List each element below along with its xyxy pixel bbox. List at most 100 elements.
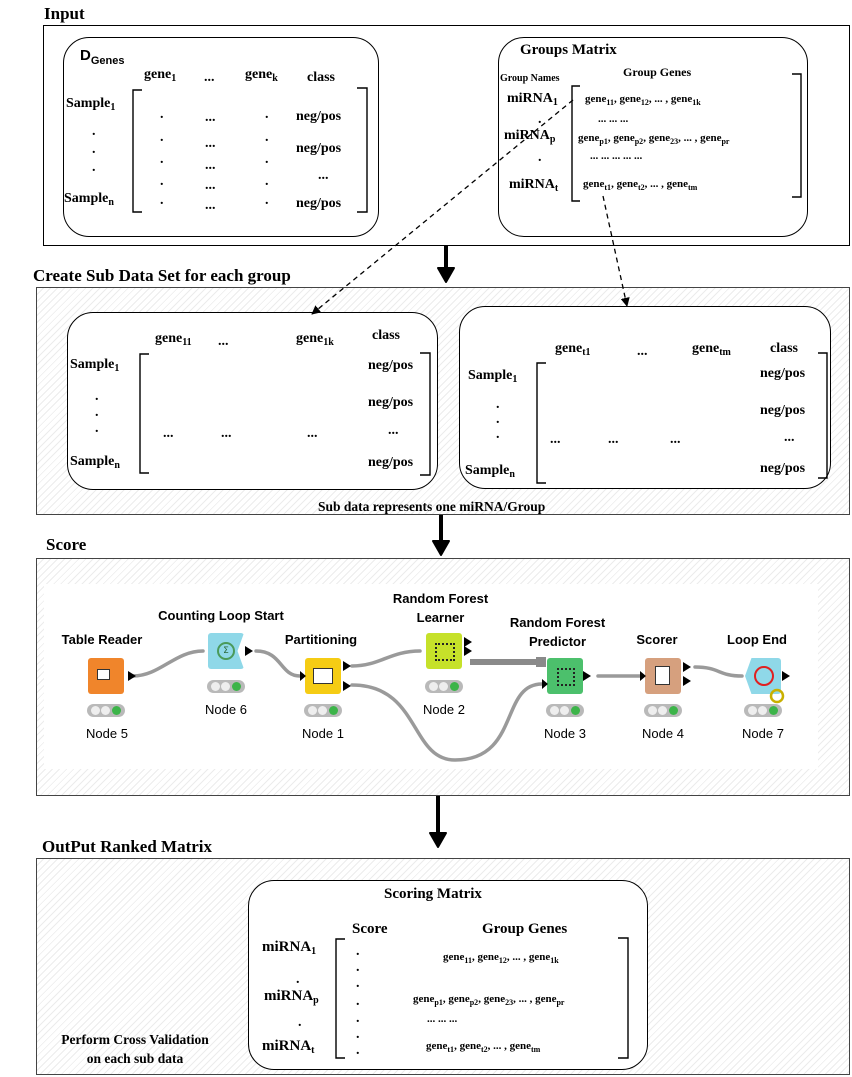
groups-row-mirnat: miRNAt bbox=[509, 177, 559, 194]
sub1-col-gene11: gene11 bbox=[155, 331, 192, 348]
scoring-col-score: Score bbox=[352, 921, 388, 937]
groups-genes-rowp: genep1, genep2, gene23, ... , genepr bbox=[578, 132, 730, 146]
scoring-score-dot: . bbox=[356, 1043, 360, 1058]
scorer-doc-icon bbox=[655, 666, 670, 685]
subdata-caption: Sub data represents one miRNA/Group bbox=[318, 499, 546, 514]
loop-recycle-icon bbox=[769, 688, 785, 704]
groups-title: Groups Matrix bbox=[520, 42, 617, 58]
bracket-dgenes-left bbox=[132, 89, 142, 213]
sub2-row-samplen: Samplen bbox=[465, 463, 515, 480]
node-title-scorer: Scorer bbox=[636, 632, 678, 647]
node-label-4: Node 4 bbox=[642, 726, 684, 741]
partitioning-node[interactable] bbox=[305, 658, 341, 694]
bracket-sub1-left bbox=[139, 353, 149, 474]
dgenes-cell: ... bbox=[205, 136, 216, 151]
scoring-matrix-box bbox=[248, 880, 648, 1070]
create-section-title: Create Sub Data Set for each group bbox=[33, 266, 291, 285]
node-title-loop-end: Loop End bbox=[727, 632, 787, 647]
bracket-scoring-left bbox=[335, 938, 345, 1059]
sub2-col-genetm: genetm bbox=[692, 341, 731, 358]
forest-icon bbox=[435, 643, 455, 661]
bracket-sub1-right bbox=[420, 352, 431, 476]
dgenes-cell: ... bbox=[205, 198, 216, 213]
score-section-title: Score bbox=[46, 535, 87, 554]
groups-row-mirnap: miRNAp bbox=[504, 128, 556, 145]
node-label-3: Node 3 bbox=[544, 726, 586, 741]
group-genes-header: Group Genes bbox=[623, 65, 692, 79]
dgenes-cell: . bbox=[265, 174, 269, 189]
dgenes-row-sample1: Sample1 bbox=[66, 96, 116, 113]
scoring-genes-rowt: genet1, genet2, ... , genetm bbox=[426, 1040, 541, 1054]
status-light-node5 bbox=[87, 704, 125, 717]
dgenes-cell: . bbox=[265, 193, 269, 208]
groups-row-dot: . bbox=[538, 112, 542, 127]
table-reader-node[interactable] bbox=[88, 658, 124, 694]
sigma-loop-icon: Σ bbox=[217, 642, 235, 660]
sub2-class-value: neg/pos bbox=[760, 403, 806, 418]
flow-arrow-1-head bbox=[437, 267, 455, 283]
groups-row-dot: . bbox=[538, 150, 542, 165]
dgenes-cell: . bbox=[265, 152, 269, 167]
dgenes-cell: ... bbox=[205, 178, 216, 193]
loop-end-node[interactable] bbox=[745, 658, 781, 694]
scoring-genes-rowp: genep1, genep2, gene23, ... , genepr bbox=[413, 993, 565, 1007]
subdata-box-1 bbox=[67, 312, 438, 490]
scoring-dots-row: ... ... ... bbox=[427, 1013, 458, 1025]
sub1-class-value: neg/pos bbox=[368, 358, 414, 373]
input-section-title: Input bbox=[44, 4, 85, 23]
bracket-groups-left bbox=[571, 85, 580, 202]
dgenes-col-gene1: gene1 bbox=[144, 67, 177, 84]
sub1-row-dot: . bbox=[95, 389, 99, 404]
sub2-col-genet1: genet1 bbox=[555, 341, 591, 358]
node-title-rf-predictor: Random Forest Predictor bbox=[509, 615, 606, 649]
node-title-counting-loop-start: Counting Loop Start bbox=[158, 608, 284, 623]
dgenes-class-value: ... bbox=[318, 168, 329, 183]
flow-arrow-3-head bbox=[429, 832, 447, 848]
node-label-2: Node 2 bbox=[423, 702, 465, 717]
sub1-row-dot: . bbox=[95, 421, 99, 436]
sub1-cell: ... bbox=[307, 426, 318, 441]
conn-5-6 bbox=[131, 649, 205, 678]
dgenes-cell: . bbox=[160, 130, 164, 145]
groups-dots-row: ... ... ... ... ... bbox=[590, 150, 643, 162]
dgenes-box bbox=[63, 37, 379, 237]
dgenes-class-value: neg/pos bbox=[296, 196, 342, 211]
dgenes-cell: . bbox=[265, 130, 269, 145]
loop-end-icon bbox=[754, 666, 774, 686]
sub2-class-value: neg/pos bbox=[760, 461, 806, 476]
rf-learner-node[interactable] bbox=[426, 633, 462, 669]
groups-row-mirna1: miRNA1 bbox=[507, 91, 558, 108]
scoring-row-dot: . bbox=[298, 1015, 302, 1030]
dgenes-cell: ... bbox=[205, 110, 216, 125]
sub2-row-sample1: Sample1 bbox=[468, 368, 518, 385]
node-title-rf-learner: Random Forest Learner bbox=[392, 591, 489, 625]
sub1-class-value: neg/pos bbox=[368, 455, 414, 470]
cross-validation-note: Perform Cross Validation on each sub dat… bbox=[61, 1032, 209, 1066]
dgenes-cell: . bbox=[160, 152, 164, 167]
conn-6-1 bbox=[254, 649, 302, 678]
dgenes-col-ellipsis: ... bbox=[204, 70, 215, 85]
groups-dots-row: ... ... ... bbox=[598, 113, 629, 125]
scorer-node[interactable] bbox=[645, 658, 681, 694]
table-icon bbox=[97, 669, 110, 680]
scoring-score-dot: . bbox=[356, 1011, 360, 1026]
node-title-partitioning: Partitioning bbox=[284, 632, 358, 647]
node-label-7: Node 7 bbox=[742, 726, 784, 741]
sub2-class-value: neg/pos bbox=[760, 366, 806, 381]
rf-predictor-node[interactable] bbox=[547, 658, 583, 694]
scoring-row-mirnap: miRNAp bbox=[264, 988, 319, 1006]
sub1-cell: ... bbox=[221, 426, 232, 441]
node-label-5: Node 5 bbox=[86, 726, 128, 741]
scoring-title: Scoring Matrix bbox=[384, 886, 482, 902]
dgenes-col-class: class bbox=[307, 70, 335, 85]
node-label-1: Node 1 bbox=[302, 726, 344, 741]
scoring-col-group-genes: Group Genes bbox=[482, 921, 568, 937]
sub1-row-sample1: Sample1 bbox=[70, 357, 120, 374]
bracket-sub2-left bbox=[536, 362, 546, 484]
groups-box bbox=[498, 37, 808, 237]
input-frame bbox=[43, 25, 850, 246]
dgenes-cell: . bbox=[160, 174, 164, 189]
scoring-row-dot: . bbox=[296, 972, 300, 987]
dgenes-cell: ... bbox=[205, 158, 216, 173]
dashed-arrow-1 bbox=[311, 99, 574, 315]
